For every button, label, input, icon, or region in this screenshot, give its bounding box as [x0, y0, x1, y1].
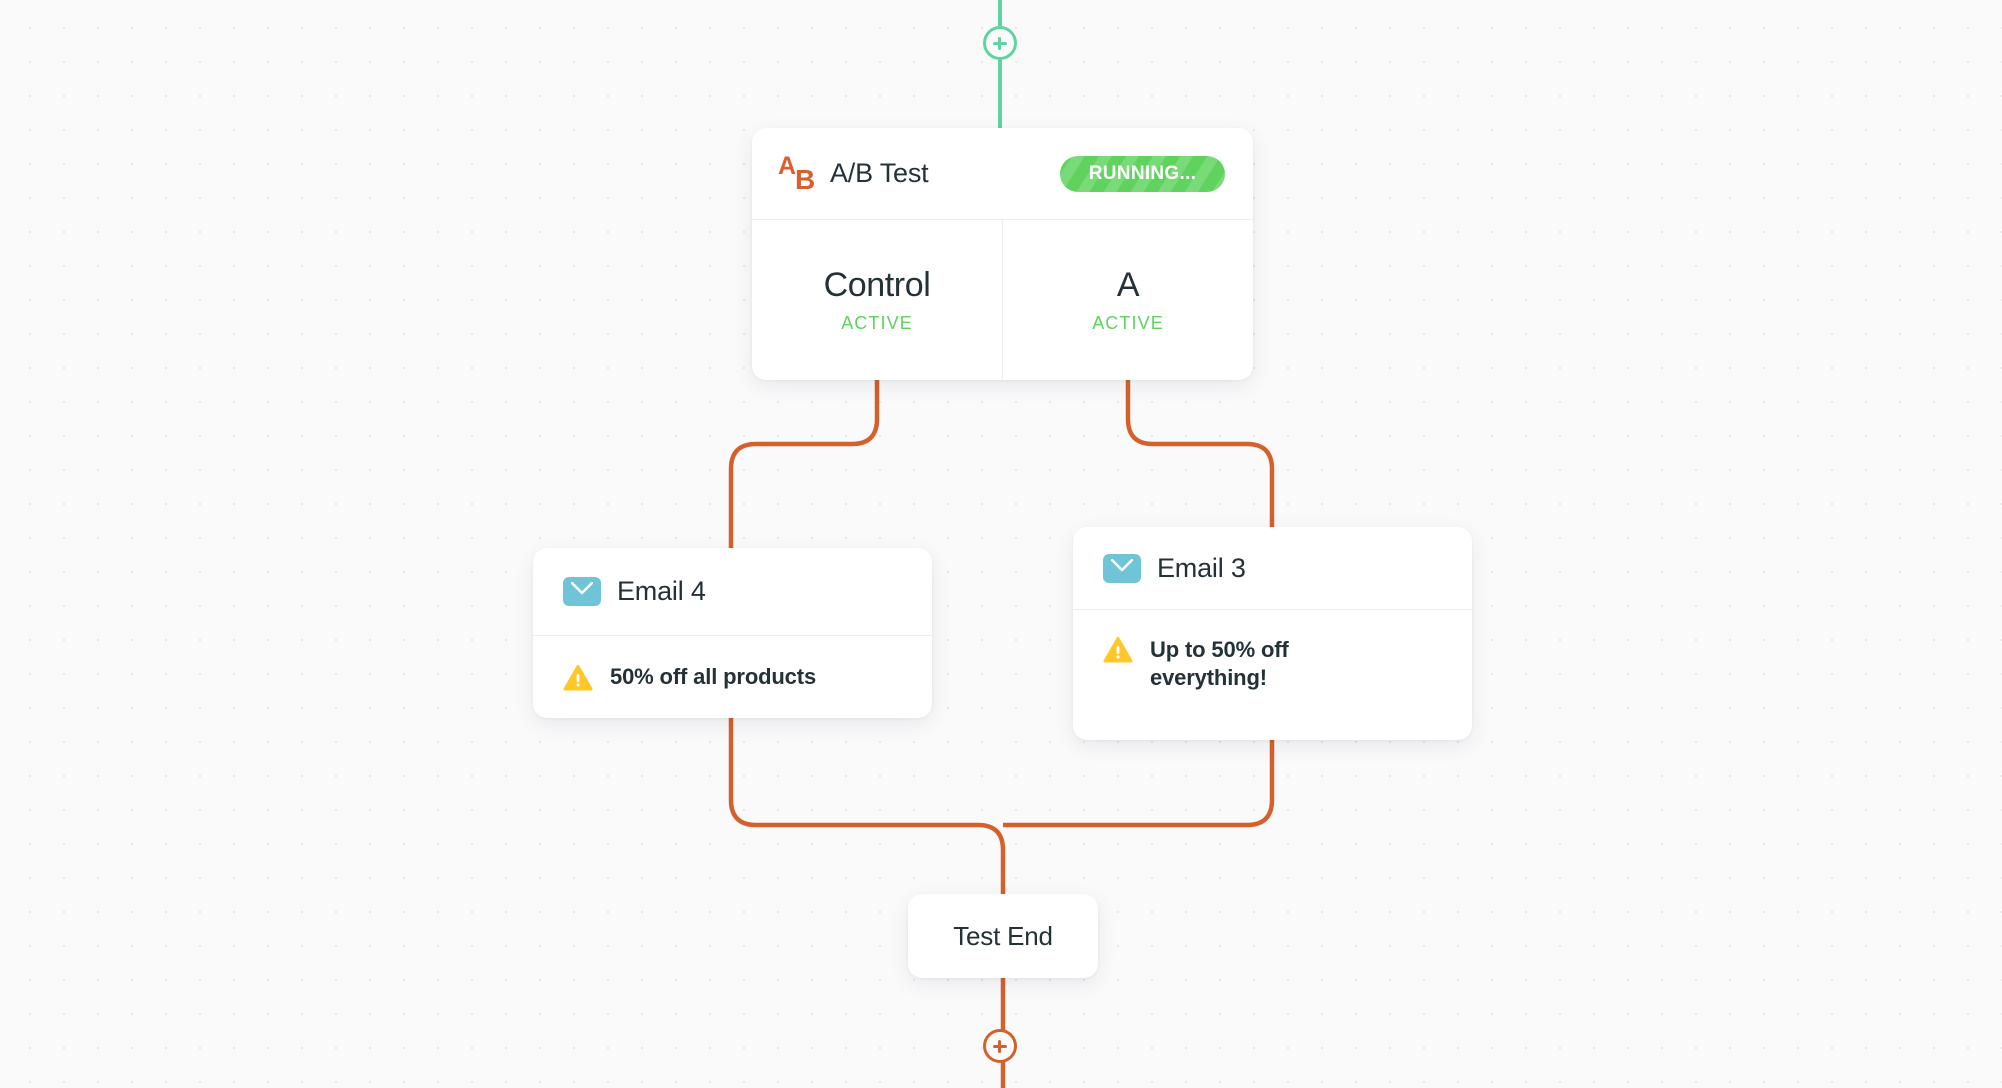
email-node-3[interactable]: Email 3 Up to 50% off everything! [1073, 527, 1472, 740]
email-node-4[interactable]: Email 4 50% off all products [533, 548, 932, 718]
email-3-title: Email 3 [1157, 552, 1246, 583]
envelope-icon [563, 577, 601, 606]
ab-test-header: A B A/B Test RUNNING... [752, 128, 1253, 220]
ab-icon-letter-b: B [795, 163, 816, 195]
envelope-icon [1103, 553, 1141, 583]
email-4-subject: 50% off all products [610, 663, 817, 689]
variant-name: A [1116, 266, 1140, 304]
email-3-header: Email 3 [1073, 527, 1472, 610]
variant-name: Control [823, 266, 931, 304]
email-4-title: Email 4 [617, 576, 706, 606]
ab-icon-letter-a: A [778, 151, 797, 180]
email-3-body: Up to 50% off everything! [1073, 610, 1472, 740]
variant-column-a[interactable]: A ACTIVE [1003, 220, 1253, 380]
ab-test-icon: A B [778, 151, 818, 195]
email-4-body: 50% off all products [533, 636, 932, 718]
add-node-button-bottom[interactable] [983, 1029, 1017, 1063]
add-node-button-top[interactable] [983, 26, 1017, 60]
connector-control-to-email4 [728, 380, 880, 548]
ab-test-variants: Control ACTIVE A ACTIVE [752, 220, 1253, 380]
connector-variant-a-to-email3 [1125, 380, 1275, 527]
warning-triangle-icon [563, 664, 593, 691]
variant-status: ACTIVE [1092, 313, 1164, 333]
variant-status: ACTIVE [841, 313, 913, 333]
test-end-label: Test End [953, 920, 1053, 951]
email-3-subject: Up to 50% off everything! [1150, 637, 1289, 691]
connector-email4-to-testend [728, 718, 1006, 894]
test-end-node[interactable]: Test End [908, 894, 1098, 978]
status-badge-running: RUNNING... [1060, 155, 1225, 192]
connector-email3-to-testend [1003, 740, 1275, 828]
ab-test-title: A/B Test [830, 158, 929, 188]
ab-test-node[interactable]: A B A/B Test RUNNING... Control ACTIVE A… [752, 128, 1253, 380]
warning-triangle-icon [1103, 636, 1133, 663]
email-4-header: Email 4 [533, 548, 932, 636]
variant-column-control[interactable]: Control ACTIVE [752, 220, 1003, 380]
